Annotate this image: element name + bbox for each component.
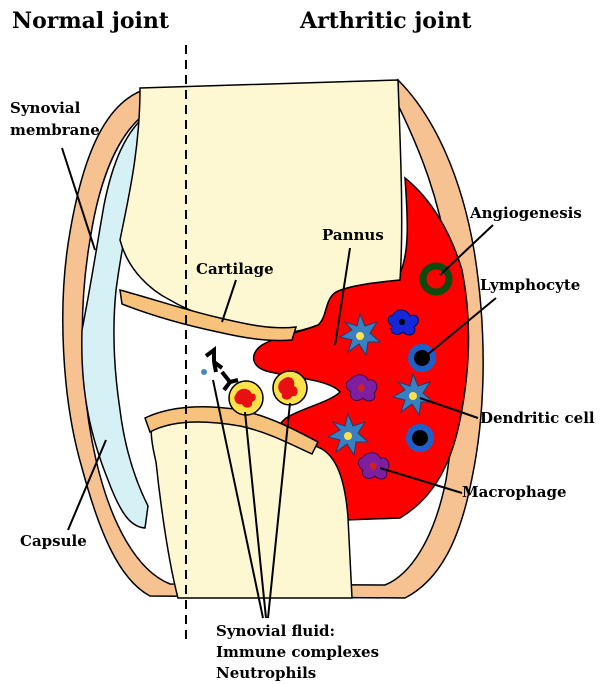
heading-normal-joint: Normal joint: [12, 8, 170, 34]
label-neutrophils: Neutrophils: [216, 664, 316, 682]
label-dendritic-cell: Dendritic cell: [480, 409, 595, 427]
label-angiogenesis: Angiogenesis: [469, 204, 582, 222]
label-synovial-membrane: membrane: [10, 121, 100, 139]
immune-complex-dot: [201, 369, 207, 375]
label-pannus: Pannus: [322, 226, 384, 244]
label-synovial-membrane: Synovial: [10, 99, 81, 117]
label-immune-complexes: Immune complexes: [216, 643, 379, 661]
label-capsule: Capsule: [20, 532, 87, 550]
lymphocyte-icon: [411, 347, 433, 369]
label-cartilage: Cartilage: [196, 260, 274, 278]
neutrophil-icon: [229, 381, 263, 415]
immune-complex-icon: [206, 350, 238, 390]
heading-arthritic-joint: Arthritic joint: [299, 8, 472, 34]
neutrophil-icon: [273, 371, 307, 405]
label-synovial-fluid: Synovial fluid:: [216, 622, 335, 640]
label-macrophage: Macrophage: [462, 483, 567, 501]
label-lymphocyte: Lymphocyte: [480, 276, 580, 294]
lymphocyte-icon: [409, 427, 431, 449]
